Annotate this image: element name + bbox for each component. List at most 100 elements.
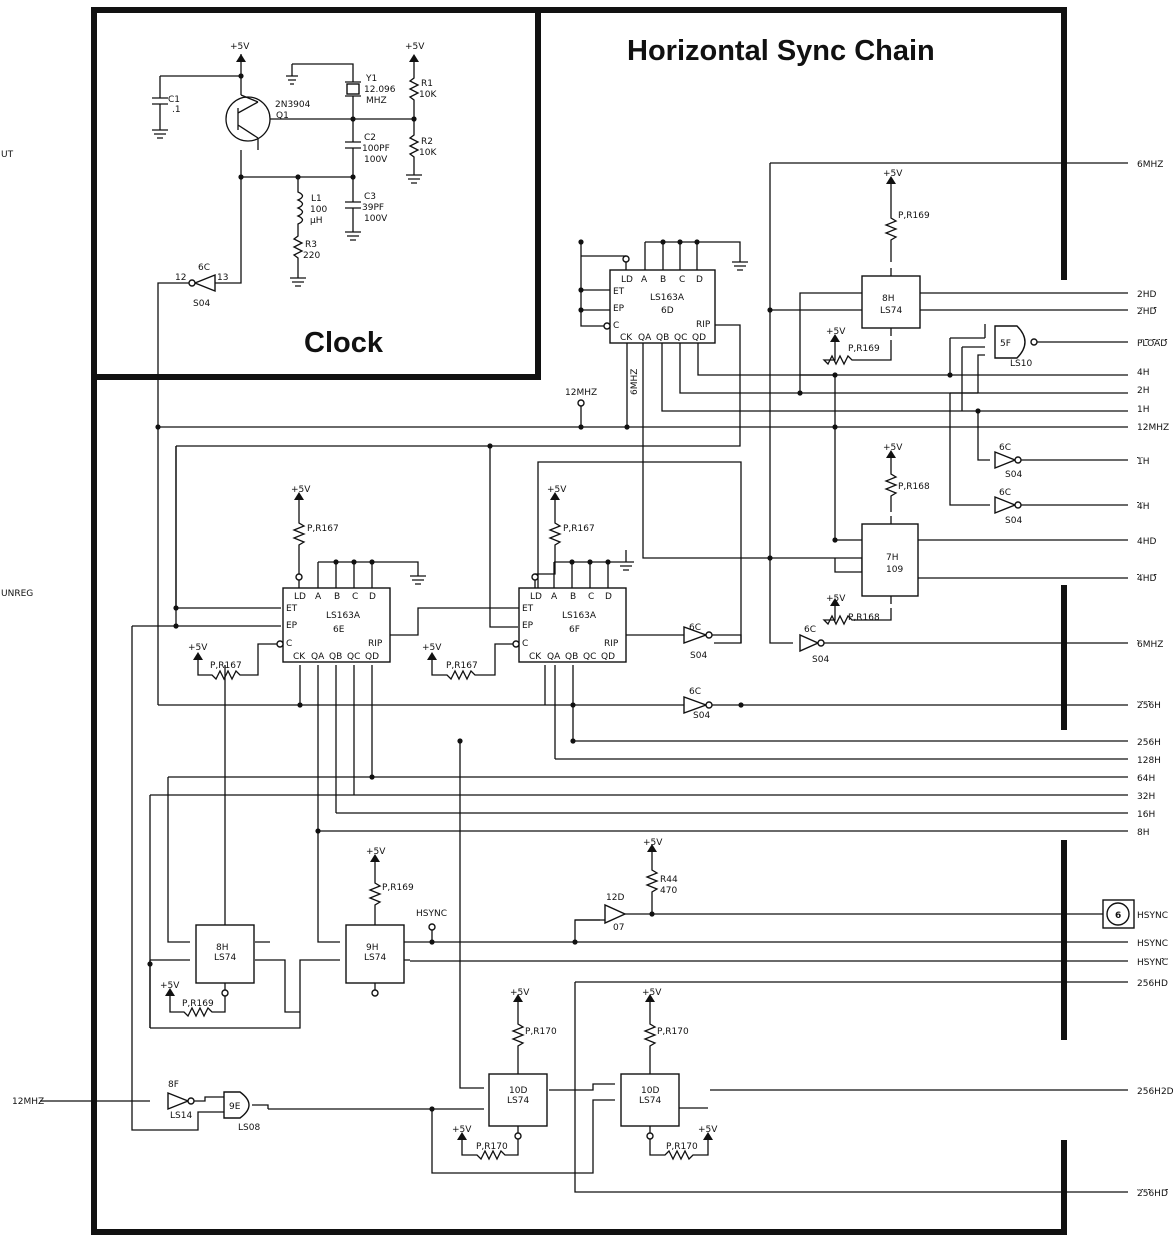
chip-6f-pin-qa: QA (547, 652, 561, 662)
signal-2hd-n: 2HD (1137, 307, 1156, 317)
nand-5f: 5F LS10 (994, 325, 1038, 369)
chip-6e-pin-qb: QB (329, 652, 342, 662)
ff-8h-bot-power: +5V (160, 981, 180, 991)
chip-6e-pin-ld: LD (294, 592, 306, 602)
signal-32h: 32H (1137, 792, 1155, 802)
hsync-tap-label: HSYNC (416, 909, 447, 919)
signal-4hd: 4HD (1137, 537, 1156, 547)
inverter-256h-part: S04 (693, 711, 710, 721)
gate-9e-ref: 9E (229, 1102, 241, 1112)
gate-8f: 8F LS14 (167, 1080, 224, 1121)
ff-10d-b-pullup: P,R170 (657, 1027, 689, 1037)
r3-label: R3 (305, 240, 317, 250)
clock-inverter-pin12: 12 (175, 273, 186, 283)
margin-unreg-label: UNREG (1, 589, 33, 599)
chip-6d-pin-b: B (660, 275, 666, 285)
signal-256h: 256H (1137, 738, 1161, 748)
chip-6e-pin-clr: C (286, 639, 292, 649)
chain-title: Horizontal Sync Chain (627, 35, 935, 67)
chip-6d-pin-ep: EP (613, 304, 625, 314)
ff-8h-top-ref: 8H (882, 294, 895, 304)
ff-8h-top-clr-power: +5V (826, 327, 846, 337)
ff-9h-power: +5V (366, 847, 386, 857)
ff-10d-a-ref: 10D (509, 1086, 527, 1096)
inverter-256h-ref: 6C (689, 687, 701, 697)
l1-label: L1 (311, 194, 322, 204)
flipflop-10d-a: 10D LS74 +5V P,R170 +5V P,R170 (452, 988, 557, 1161)
inverter-4h-ref: 6C (999, 488, 1011, 498)
chip-6f-pin-clr: C (522, 639, 528, 649)
q1-type: 2N3904 (275, 100, 311, 110)
inverter-6mhz-ref: 6C (804, 625, 816, 635)
ff-10d-a-pullup: P,R170 (525, 1027, 557, 1037)
chip-6f-pin-qc: QC (583, 652, 596, 662)
gate-9e-type: LS08 (238, 1123, 260, 1133)
flipflop-9h: 9H LS74 +5V P,R169 (345, 847, 432, 997)
ff-8h-top-pullup: P,R169 (898, 211, 930, 221)
chip-6e-pin-qc: QC (347, 652, 360, 662)
chip-6d-type: LS163A (650, 293, 685, 303)
signal-8h: 8H (1137, 828, 1150, 838)
buffer-12d-resistor: R44 (660, 875, 678, 885)
chip-6e-pullup-label: P,R167 (307, 524, 339, 534)
c1-label: C1 (168, 95, 180, 105)
nand-5f-ref: 5F (1000, 339, 1011, 349)
inverter-4h-6c: 6C S04 (994, 488, 1128, 526)
signal-64h: 64H (1137, 774, 1155, 784)
r2-label: R2 (421, 137, 433, 147)
clock-inverter-part: S04 (193, 299, 210, 309)
r3-value: 220 (303, 251, 320, 261)
ff-7h-type: 109 (886, 565, 903, 575)
q1-transistor-symbol (225, 96, 271, 142)
chip-6f-pin-rip: RIP (604, 639, 619, 649)
buffer-12d-ref: 12D (606, 893, 624, 903)
chip-6d-pin-a: A (641, 275, 648, 285)
ff-10d-a-clr-pullup: P,R170 (476, 1142, 508, 1152)
y1-unit: MHZ (366, 96, 387, 106)
signal-1h-n: 1H (1137, 457, 1150, 467)
signal-1h: 1H (1137, 405, 1150, 415)
ff-7h-power: +5V (883, 443, 903, 453)
buffer-12d-power: +5V (643, 838, 663, 848)
gate-9e: 9E LS08 (223, 1091, 269, 1133)
c3-label: C3 (364, 192, 376, 202)
ff-10d-b-type: LS74 (639, 1096, 661, 1106)
chip-6d-pin-qd: QD (692, 333, 706, 343)
chip-6f-pin-ep: EP (522, 621, 534, 631)
chip-6e-pin-ck: CK (293, 652, 306, 662)
counter-6f: LS163A 6F LD A B C D ET EP C RIP CK QA Q… (422, 485, 684, 681)
l1-unit: µH (310, 216, 323, 226)
signal-4h-n: 4H (1137, 502, 1150, 512)
ff-7h-clr-pullup: P,R168 (848, 613, 880, 623)
inverter-4h-part: S04 (1005, 516, 1022, 526)
signal-4h: 4H (1137, 368, 1150, 378)
chip-6e-clr-power: +5V (188, 643, 208, 653)
clock-inverter-symbol (193, 273, 216, 293)
clock-inverter-pin13: 13 (217, 273, 228, 283)
chip-6e-pin-et: ET (286, 604, 298, 614)
c2-label: C2 (364, 133, 376, 143)
ff-8h-top-type: LS74 (880, 306, 902, 316)
c1-value: .1 (172, 105, 181, 115)
signal-2hd: 2HD (1137, 290, 1156, 300)
signal-12mhz: 12MHZ (1137, 423, 1169, 433)
chip-6f-pullup-label: P,R167 (563, 524, 595, 534)
inverter-1h-ref: 6C (999, 443, 1011, 453)
chip-6e-pin-qa: QA (311, 652, 325, 662)
signal-hsync-2: HSYNC (1137, 939, 1168, 949)
signal-4hd-n: 4HD (1137, 574, 1156, 584)
chip-6f-pin-a: A (551, 592, 558, 602)
ff-8h-bot-pullup: P,R169 (182, 999, 214, 1009)
signal-labels: 6MHZ 2HD 2HD PLOAD 4H 2H 1H 12MHZ 1H 4H … (1137, 160, 1174, 1199)
flipflop-7h: 7H 109 +5V P,R168 +5V P,R168 (822, 443, 930, 626)
flipflop-8h-bottom: 8H LS74 +5V P,R169 (160, 918, 255, 1018)
chip-6f-pin-qb: QB (565, 652, 578, 662)
tap-6mhz-label: 6MHZ (630, 369, 640, 395)
r1-value: 10K (419, 90, 437, 100)
chip-6d-pin-ck: CK (620, 333, 633, 343)
chip-6e-pin-rip: RIP (368, 639, 383, 649)
gate-8f-type: LS14 (170, 1111, 192, 1121)
y1-label: Y1 (365, 74, 377, 84)
